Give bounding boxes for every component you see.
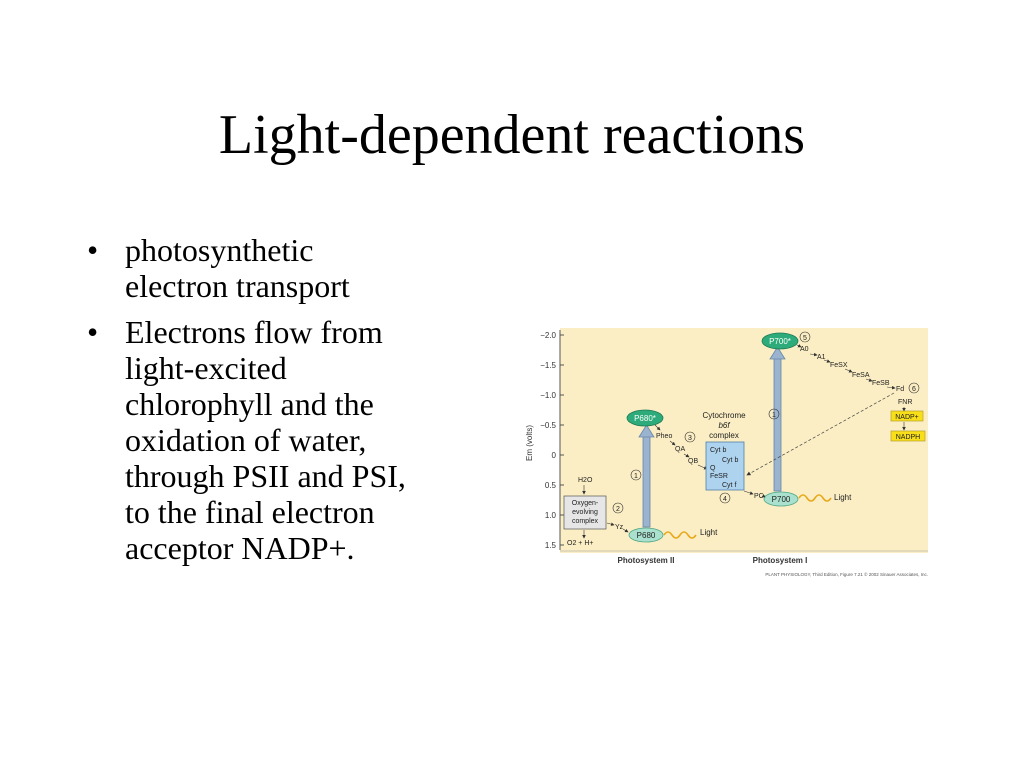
y-tick-label: −1.0 <box>540 391 556 400</box>
svg-text:Cyt f: Cyt f <box>722 482 736 489</box>
svg-text:FeSR: FeSR <box>710 473 728 480</box>
bullet-item: • photosynthetic electron transport <box>85 232 505 304</box>
svg-text:P700: P700 <box>772 495 791 504</box>
y-tick-label: −1.5 <box>540 361 556 370</box>
y-tick-label: 1.5 <box>545 541 557 550</box>
bullet-item: • Electrons flow from light-excited chlo… <box>85 314 505 566</box>
cyt-b6f-box <box>705 441 745 491</box>
cyt-title: Cytochrome <box>702 411 746 420</box>
p680-node <box>628 527 664 543</box>
step-number: 4 <box>723 496 727 503</box>
bullet-line: to the final electron <box>125 494 375 530</box>
svg-text:Cyt b: Cyt b <box>710 447 726 454</box>
fd-label: Fd <box>896 386 904 393</box>
y-tick-label: −0.5 <box>540 421 556 430</box>
svg-text:complex: complex <box>572 518 599 525</box>
cyclic-flow-dashed <box>746 392 895 476</box>
fesx-label: FeSX <box>830 362 848 369</box>
bullet-line: oxidation of water, <box>125 422 367 458</box>
h2o-label: H2O <box>578 477 593 484</box>
light-wave-icon <box>663 531 697 539</box>
fesb-label: FeSB <box>872 380 890 387</box>
p700-node <box>763 491 799 507</box>
bullet-dot-icon: • <box>87 232 99 268</box>
bullet-line: Electrons flow from <box>125 314 383 350</box>
psi-excitation-arrow <box>773 356 782 492</box>
qa-label: QA <box>675 446 685 453</box>
nadp-box <box>890 410 924 422</box>
light-wave-icon <box>798 494 832 502</box>
step-number: 6 <box>912 386 916 393</box>
qb-label: QB <box>688 458 698 465</box>
step-number: 1 <box>634 473 638 480</box>
oec-box <box>563 495 607 530</box>
fnr-label: FNR <box>898 399 912 406</box>
bullet-line: light-excited <box>125 350 287 386</box>
svg-text:Oxygen-: Oxygen- <box>572 500 599 507</box>
a1-label: A1 <box>817 354 826 361</box>
bullet-line: acceptor NADP+. <box>125 530 355 566</box>
bullet-line: photosynthetic <box>125 232 314 268</box>
bullet-dot-icon: • <box>87 314 99 350</box>
figure-credit: PLANT PHYSIOLOGY, Third Edition, Figure … <box>765 571 928 577</box>
step-number: 2 <box>616 506 620 513</box>
y-tick-label: −2.0 <box>540 331 556 340</box>
photosystem-ii-label: Photosystem II <box>618 556 675 565</box>
pc-label: PC <box>754 493 764 500</box>
pheo-label: Pheo <box>656 433 672 440</box>
svg-text:evolving: evolving <box>572 509 598 516</box>
bullet-line: through PSII and PSI, <box>125 458 406 494</box>
nadph-box <box>890 430 926 442</box>
figure-background <box>560 328 928 553</box>
svg-text:Light: Light <box>834 493 852 502</box>
step-number: 5 <box>803 335 807 342</box>
step-number: 3 <box>688 435 692 442</box>
p680-star-node <box>626 409 664 427</box>
svg-text:P700*: P700* <box>769 337 791 346</box>
svg-text:NADP+: NADP+ <box>895 414 919 421</box>
cyt-title: b6f <box>718 421 730 430</box>
bullet-list: • photosynthetic electron transport • El… <box>85 232 505 576</box>
svg-text:P680: P680 <box>637 531 656 540</box>
y-tick-label: 0.5 <box>545 481 557 490</box>
step-number: 1 <box>772 412 776 419</box>
y-tick-label: 1.0 <box>545 511 557 520</box>
psii-excitation-arrow <box>642 434 651 528</box>
svg-text:NADPH: NADPH <box>896 434 921 441</box>
o2-label: O2 + H+ <box>567 540 593 547</box>
y-axis-label: Em (volts) <box>525 425 534 461</box>
slide-title: Light-dependent reactions <box>218 104 806 166</box>
photosystem-i-label: Photosystem I <box>753 556 808 565</box>
y-tick-label: 0 <box>552 451 557 460</box>
fesa-label: FeSA <box>852 372 870 379</box>
svg-text:P680*: P680* <box>634 414 656 423</box>
bullet-line: electron transport <box>125 268 350 304</box>
svg-text:Light: Light <box>700 528 718 537</box>
a0-label: A0 <box>800 346 809 353</box>
yz-label: Yz <box>615 524 624 531</box>
cyt-title: complex <box>709 431 739 440</box>
z-scheme-figure: −2.0 −1.5 −1.0 −0.5 0 0.5 1.0 1.5 Em (vo… <box>512 325 932 580</box>
svg-text:Cyt b: Cyt b <box>722 457 738 464</box>
svg-text:Q: Q <box>710 465 716 472</box>
p700-star-node <box>761 332 799 350</box>
bullet-line: chlorophyll and the <box>125 386 374 422</box>
